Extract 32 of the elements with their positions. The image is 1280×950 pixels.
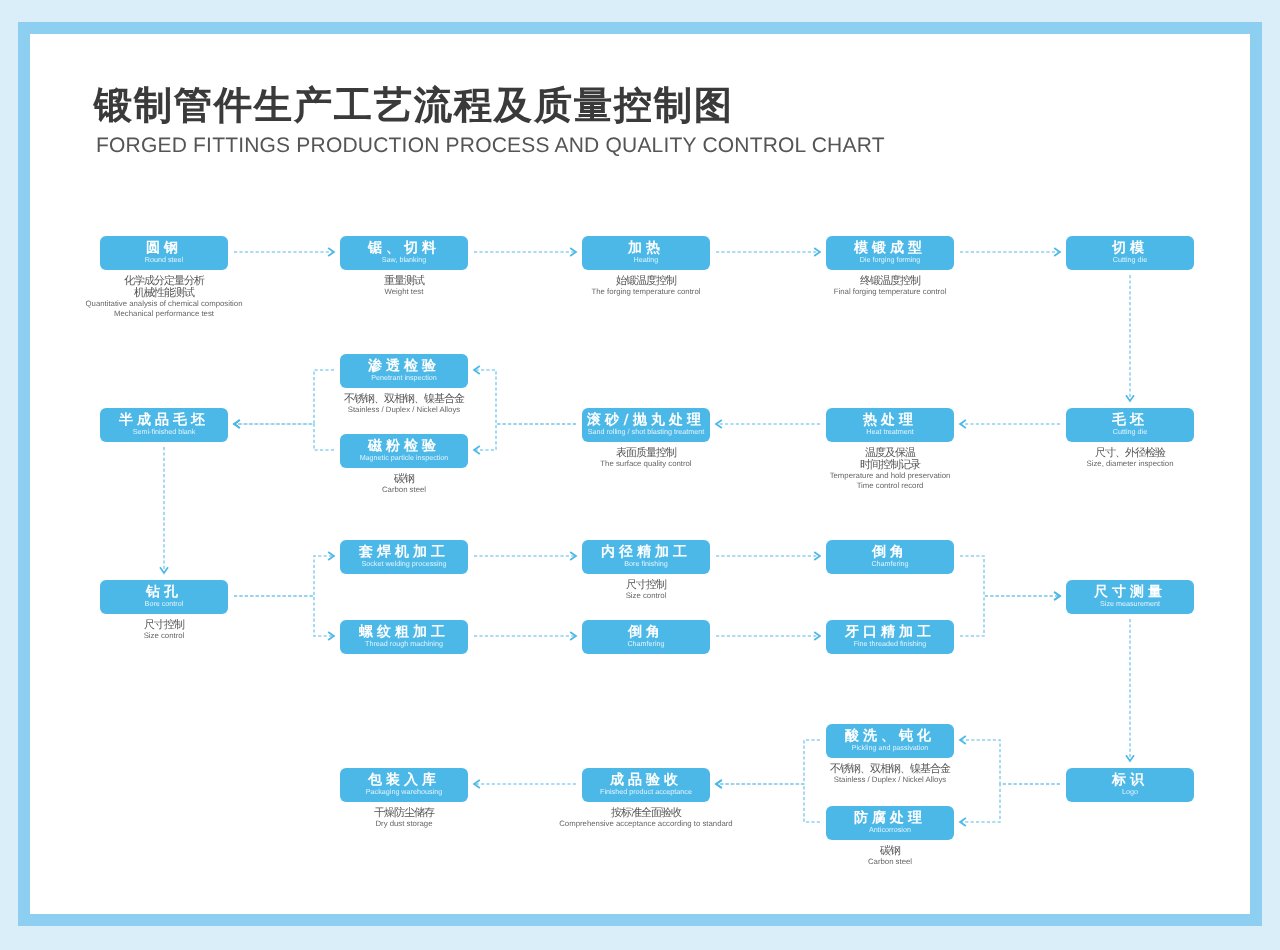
arrow xyxy=(473,551,577,561)
arrow xyxy=(473,631,577,641)
process-box xyxy=(1066,235,1194,269)
arrow xyxy=(1125,618,1135,762)
arrow xyxy=(473,779,577,789)
arrow xyxy=(959,591,1061,637)
arrow xyxy=(715,551,821,561)
process-box xyxy=(100,407,228,441)
process-box xyxy=(826,539,954,573)
process-box xyxy=(1066,767,1194,801)
process-box xyxy=(340,539,468,573)
arrow xyxy=(159,446,169,574)
arrow xyxy=(473,423,577,455)
arrow xyxy=(233,247,335,257)
process-box xyxy=(826,619,954,653)
arrow xyxy=(959,247,1061,257)
arrow xyxy=(715,247,821,257)
arrow xyxy=(1125,274,1135,402)
process-box xyxy=(340,619,468,653)
arrow xyxy=(959,783,1061,827)
arrow xyxy=(233,595,335,641)
arrow xyxy=(715,779,821,823)
arrow xyxy=(715,631,821,641)
subtitle: FORGED FITTINGS PRODUCTION PROCESS AND QUALITY CONTROL CHART xyxy=(96,134,885,158)
arrow xyxy=(715,419,821,429)
title: 锻制管件生产工艺流程及质量控制图 xyxy=(94,84,734,128)
process-box xyxy=(582,619,710,653)
arrow xyxy=(473,247,577,257)
arrow xyxy=(233,419,335,451)
arrow xyxy=(959,419,1061,429)
arrow xyxy=(233,369,335,429)
process-box xyxy=(1066,579,1194,613)
